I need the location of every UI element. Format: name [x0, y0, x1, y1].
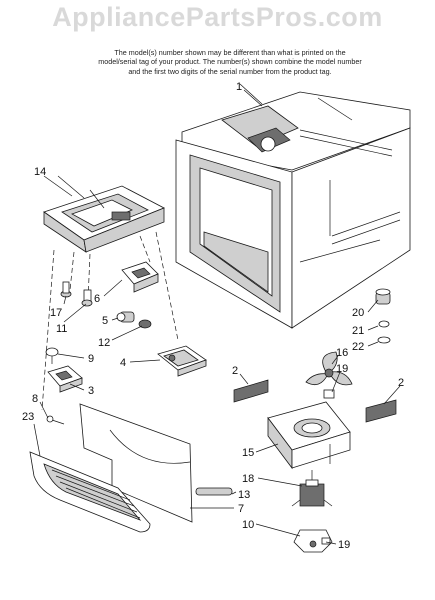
callout-20: 20 — [352, 307, 364, 319]
callout-11: 11 — [56, 323, 67, 335]
callout-19-upper: 19 — [336, 363, 348, 375]
callout-1: 1 — [236, 81, 242, 93]
part-11-clip — [81, 289, 93, 307]
leader-lines — [33, 89, 401, 545]
callout-2-right: 2 — [398, 377, 404, 389]
callout-7: 7 — [238, 503, 244, 515]
part-23-grille — [29, 451, 151, 533]
callout-8: 8 — [32, 393, 38, 405]
callout-19-lower: 19 — [338, 539, 350, 551]
callout-5: 5 — [102, 315, 108, 327]
part-1-freezer-liner — [175, 83, 411, 329]
callout-14: 14 — [34, 166, 46, 178]
part-2-pad-right — [365, 399, 397, 423]
callout-6: 6 — [94, 293, 100, 305]
part-20-cap — [375, 288, 391, 305]
callout-16: 16 — [336, 347, 348, 359]
watermark-logo: AppliancePartsPros.com — [52, 2, 383, 32]
part-22-ring — [377, 336, 391, 344]
part-14-housing — [43, 175, 165, 253]
part-4-cover — [157, 345, 207, 377]
model-number-note: The model(s) number shown may be differe… — [98, 48, 362, 76]
part-2-pad-left — [233, 379, 269, 403]
part-6-bracket — [121, 261, 159, 293]
callout-21: 21 — [352, 325, 364, 337]
part-18-motor — [291, 470, 333, 507]
part-13-rod — [195, 487, 233, 496]
callout-2-left: 2 — [232, 365, 238, 377]
callout-23: 23 — [22, 411, 34, 423]
part-9-pin — [45, 347, 59, 364]
part-19-grommet-upper — [323, 389, 335, 399]
callout-3: 3 — [88, 385, 94, 397]
part-19-grommet-lower — [321, 537, 331, 545]
callout-labels: 1 14 17 11 6 5 12 4 9 3 8 23 20 21 22 16… — [22, 81, 404, 551]
part-15-fan-shroud — [267, 401, 351, 470]
callout-13: 13 — [238, 489, 250, 501]
callout-18: 18 — [242, 473, 254, 485]
callout-22: 22 — [352, 341, 364, 353]
part-10-motor-bracket — [293, 529, 333, 553]
part-21-washer — [378, 320, 390, 328]
part-17-clip — [60, 281, 72, 298]
callout-4: 4 — [120, 357, 126, 369]
callout-12: 12 — [98, 337, 110, 349]
part-3-hinge — [47, 365, 83, 393]
callout-17: 17 — [50, 307, 62, 319]
part-8-screw — [46, 415, 65, 425]
callout-15: 15 — [242, 447, 254, 459]
part-16-fan-blade — [305, 351, 353, 386]
callout-9: 9 — [88, 353, 94, 365]
callout-10: 10 — [242, 519, 254, 531]
part-5-bulb — [116, 311, 135, 323]
